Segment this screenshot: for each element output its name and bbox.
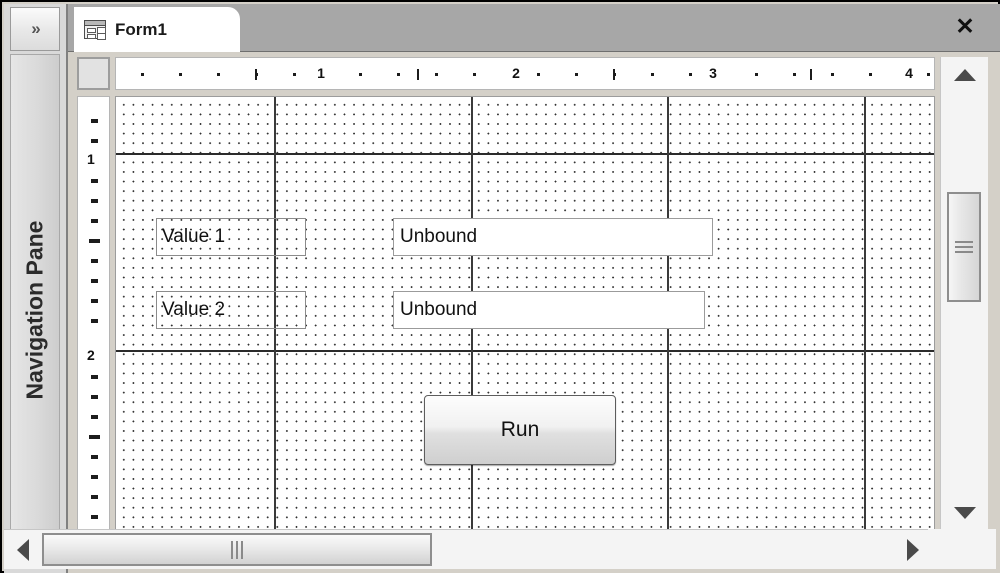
ruler-tick: [91, 179, 98, 183]
ruler-number: 3: [709, 65, 717, 81]
ruler-tick: [91, 139, 98, 143]
scroll-right-button[interactable]: [894, 530, 932, 569]
grip-icon: [231, 540, 243, 559]
ruler-tick: [141, 73, 144, 76]
ruler-tick: [91, 455, 98, 459]
label-value-1-text: Value 1: [162, 226, 226, 247]
ruler-tick: [91, 119, 98, 123]
ruler-tick: [91, 259, 98, 263]
ruler-tick: [689, 73, 692, 76]
ruler-tick: [473, 73, 476, 76]
ruler-tick: [869, 73, 872, 76]
scroll-down-button[interactable]: [941, 495, 989, 531]
ruler-number: 1: [87, 151, 95, 167]
ruler-tick: [91, 395, 98, 399]
ruler-tick: [91, 279, 98, 283]
navigation-pane-body[interactable]: Navigation Pane: [10, 54, 60, 566]
close-glyph: ✕: [955, 12, 975, 39]
ruler-tick: [435, 73, 438, 76]
ruler-tick: [91, 475, 98, 479]
ruler-number: 2: [512, 65, 520, 81]
ruler-tick: [793, 73, 796, 76]
grip-icon: [955, 241, 973, 253]
form-section-divider[interactable]: [116, 350, 934, 352]
ruler-tick: [575, 73, 578, 76]
tab-label: Form1: [115, 19, 167, 39]
ruler-tick: [397, 73, 400, 76]
horizontal-scrollbar-thumb[interactable]: [42, 533, 432, 566]
navigation-pane-title: Navigation Pane: [21, 220, 48, 400]
horizontal-ruler[interactable]: 1 2 3 4: [115, 57, 935, 90]
ruler-tick: [651, 73, 654, 76]
textbox-value-1[interactable]: Unbound: [393, 218, 713, 256]
triangle-right-icon: [907, 538, 919, 561]
ruler-half-tick: [89, 239, 100, 243]
ruler-tick: [91, 299, 98, 303]
ruler-tick: [91, 319, 98, 323]
ruler-corner-box[interactable]: [77, 57, 110, 90]
ruler-half-tick: [255, 69, 257, 80]
ruler-tick: [91, 415, 98, 419]
ruler-tick: [91, 515, 98, 519]
ruler-tick: [91, 199, 98, 203]
form-design-icon: [84, 20, 106, 40]
vertical-scrollbar[interactable]: [940, 57, 988, 531]
textbox-value-2[interactable]: Unbound: [393, 291, 705, 329]
ruler-tick: [217, 73, 220, 76]
scroll-left-button[interactable]: [4, 530, 42, 569]
horizontal-scrollbar[interactable]: [4, 529, 932, 569]
scroll-up-button[interactable]: [941, 57, 989, 93]
ruler-tick: [831, 73, 834, 76]
textbox-value-1-text: Unbound: [400, 226, 478, 247]
ruler-number: 4: [905, 65, 913, 81]
ruler-half-tick: [417, 69, 419, 80]
grid-column-line: [274, 97, 276, 530]
ruler-tick: [359, 73, 362, 76]
form-section-divider[interactable]: [116, 153, 934, 155]
triangle-up-icon: [954, 69, 976, 81]
navigation-pane-expand-button[interactable]: »: [10, 7, 60, 51]
label-value-2-text: Value 2: [162, 299, 226, 320]
navigation-pane: » Navigation Pane: [4, 4, 68, 573]
ruler-tick: [91, 375, 98, 379]
ruler-number: 1: [317, 65, 325, 81]
triangle-down-icon: [954, 507, 976, 519]
ruler-number: 2: [87, 347, 95, 363]
ruler-tick: [179, 73, 182, 76]
ruler-tick: [755, 73, 758, 76]
close-icon[interactable]: ✕: [952, 13, 978, 39]
run-button-text: Run: [500, 418, 540, 441]
textbox-value-2-text: Unbound: [400, 299, 478, 320]
grid-column-line: [864, 97, 866, 530]
label-value-2[interactable]: Value 2: [156, 291, 306, 329]
ruler-half-tick: [810, 69, 812, 80]
ruler-half-tick: [89, 435, 100, 439]
scrollbar-corner: [928, 529, 996, 569]
triangle-left-icon: [17, 538, 29, 561]
vertical-scrollbar-thumb[interactable]: [947, 192, 981, 302]
ruler-half-tick: [613, 69, 615, 80]
document-tab-bar: Form1 ✕: [68, 4, 1000, 52]
label-value-1[interactable]: Value 1: [156, 218, 306, 256]
ruler-tick: [293, 73, 296, 76]
ruler-tick: [537, 73, 540, 76]
run-button[interactable]: Run: [424, 395, 616, 465]
ruler-tick: [91, 219, 98, 223]
double-chevron-right-icon: »: [31, 19, 41, 38]
ruler-tick: [91, 495, 98, 499]
tab-form1[interactable]: Form1: [74, 7, 240, 52]
ruler-tick: [927, 73, 930, 76]
